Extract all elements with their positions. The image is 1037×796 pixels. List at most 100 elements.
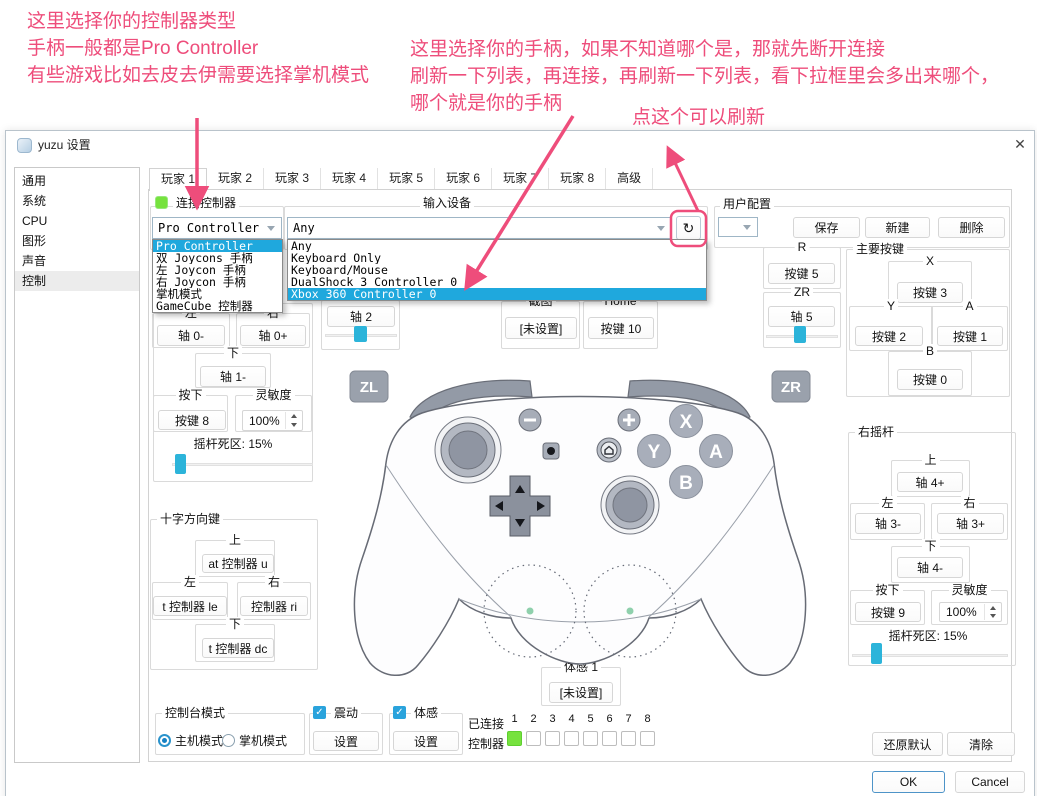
- restore-defaults-button[interactable]: 还原默认: [872, 732, 943, 756]
- tab-player-2[interactable]: 玩家 2: [207, 168, 265, 189]
- tab-player-8[interactable]: 玩家 8: [549, 168, 607, 189]
- profile-new-button[interactable]: 新建: [865, 217, 930, 238]
- annotation-line: 手柄一般都是Pro Controller: [27, 38, 259, 59]
- popup-item[interactable]: Keyboard Only: [291, 252, 382, 264]
- connected-num-7: 7: [625, 713, 632, 725]
- right-stick-deadzone-slider[interactable]: [852, 642, 1008, 664]
- dpad-up-button[interactable]: at 控制器 u: [202, 554, 274, 573]
- zl-button[interactable]: 轴 2: [327, 306, 395, 327]
- dpad-right-button[interactable]: 控制器 ri: [240, 596, 308, 616]
- connected-label: 已连接: [468, 717, 505, 731]
- popup-item[interactable]: 双 Joycons 手柄: [156, 252, 253, 264]
- right-stick-up-button[interactable]: 轴 4+: [897, 472, 963, 492]
- face-buttons-group: 主要按键: [846, 242, 1010, 397]
- connected-box-3[interactable]: [545, 731, 560, 746]
- zl-slider[interactable]: [325, 326, 397, 344]
- connected-box-1[interactable]: [507, 731, 522, 746]
- slider-handle[interactable]: [871, 643, 882, 664]
- vibration-settings-button[interactable]: 设置: [313, 731, 379, 751]
- connected-box-6[interactable]: [602, 731, 617, 746]
- profile-save-button[interactable]: 保存: [793, 217, 860, 238]
- refresh-button[interactable]: ↻: [676, 216, 701, 240]
- connected-box-7[interactable]: [621, 731, 636, 746]
- motion1-button[interactable]: [未设置]: [549, 682, 613, 703]
- close-icon[interactable]: ✕: [1014, 135, 1026, 152]
- a-group: A: [931, 299, 1008, 351]
- profile-delete-button[interactable]: 删除: [938, 217, 1005, 238]
- tab-player-1[interactable]: 玩家 1: [149, 168, 208, 191]
- left-stick-dot: [526, 607, 534, 615]
- b-button[interactable]: 按键 0: [897, 369, 963, 390]
- vibration-checkbox[interactable]: ✓: [313, 706, 326, 719]
- sidebar-item-system[interactable]: 系统: [22, 194, 47, 208]
- sensitivity-label: 灵敏度: [252, 388, 295, 403]
- popup-item[interactable]: 右 Joycon 手柄: [156, 276, 246, 288]
- capture-button[interactable]: [未设置]: [505, 317, 577, 339]
- zr-slider[interactable]: [766, 326, 838, 344]
- dpad-down-button[interactable]: t 控制器 dc: [202, 638, 274, 658]
- zr-group: ZR: [763, 285, 841, 348]
- popup-item[interactable]: Keyboard/Mouse: [291, 264, 388, 276]
- profile-combobox[interactable]: [718, 217, 758, 237]
- sidebar-item-audio[interactable]: 声音: [22, 254, 47, 268]
- input-device-combobox[interactable]: Any: [287, 217, 672, 239]
- y-button[interactable]: 按键 2: [855, 326, 923, 346]
- left-stick-deadzone-slider[interactable]: [172, 453, 313, 475]
- popup-item[interactable]: GameCube 控制器: [156, 300, 253, 312]
- zr-button[interactable]: 轴 5: [768, 306, 835, 327]
- right-stick-right-button[interactable]: 轴 3+: [937, 513, 1004, 534]
- right-stick-down-button[interactable]: 轴 4-: [897, 557, 963, 578]
- left-stick-right-button[interactable]: 轴 0+: [240, 325, 306, 346]
- left-stick-press-button[interactable]: 按键 8: [158, 410, 226, 430]
- r-label: R: [794, 240, 810, 255]
- a-button[interactable]: 按键 1: [937, 326, 1003, 346]
- right-stick-press-button[interactable]: 按键 9: [855, 602, 921, 622]
- sidebar-item-general[interactable]: 通用: [22, 174, 47, 188]
- motion-checkbox[interactable]: ✓: [393, 706, 406, 719]
- tab-player-7[interactable]: 玩家 7: [492, 168, 550, 189]
- connected-box-2[interactable]: [526, 731, 541, 746]
- tab-player-5[interactable]: 玩家 5: [378, 168, 436, 189]
- right-stick-left-button[interactable]: 轴 3-: [855, 513, 921, 534]
- home-button[interactable]: 按键 10: [588, 317, 654, 339]
- r-button[interactable]: 按键 5: [768, 263, 835, 284]
- tab-advanced[interactable]: 高级: [606, 168, 654, 189]
- connected-box-4[interactable]: [564, 731, 579, 746]
- handheld-mode-radio[interactable]: [222, 734, 235, 747]
- connected-box-8[interactable]: [640, 731, 655, 746]
- popup-item[interactable]: DualShock 3 Controller 0: [291, 276, 458, 288]
- popup-item-xbox360[interactable]: Xbox 360 Controller 0: [288, 288, 706, 300]
- connected-box-5[interactable]: [583, 731, 598, 746]
- popup-item[interactable]: 左 Joycon 手柄: [156, 264, 246, 276]
- controller-type-combobox[interactable]: Pro Controller: [152, 217, 282, 239]
- docked-mode-radio[interactable]: [158, 734, 171, 747]
- dpad-left-button[interactable]: t 控制器 le: [153, 596, 227, 616]
- left-stick-left-button[interactable]: 轴 0-: [157, 325, 225, 346]
- sidebar-item-controls[interactable]: 控制: [15, 271, 139, 291]
- spin-buttons[interactable]: [285, 412, 301, 429]
- sidebar-item-graphics[interactable]: 图形: [22, 234, 47, 248]
- connect-controller-checkbox[interactable]: [155, 196, 168, 209]
- popup-item[interactable]: Pro Controller: [153, 240, 282, 252]
- ok-button[interactable]: OK: [872, 771, 945, 793]
- x-button[interactable]: 按键 3: [897, 282, 963, 303]
- spin-buttons[interactable]: [984, 604, 1000, 620]
- a-glyph: A: [709, 442, 723, 463]
- sidebar-item-cpu[interactable]: CPU: [22, 214, 48, 228]
- tab-player-6[interactable]: 玩家 6: [435, 168, 493, 189]
- slider-handle[interactable]: [794, 326, 806, 343]
- tab-player-4[interactable]: 玩家 4: [321, 168, 379, 189]
- slider-handle[interactable]: [354, 326, 367, 342]
- left-stick-sensitivity-spinbox[interactable]: 100%: [242, 410, 303, 431]
- clear-button[interactable]: 清除: [947, 732, 1015, 756]
- popup-item[interactable]: 掌机模式: [156, 288, 202, 300]
- cancel-button[interactable]: Cancel: [955, 771, 1025, 793]
- right-stick-sensitivity-spinbox[interactable]: 100%: [939, 602, 1002, 622]
- motion-settings-button[interactable]: 设置: [393, 731, 459, 751]
- left-stick-down-button[interactable]: 轴 1-: [200, 366, 266, 387]
- popup-item[interactable]: Any: [291, 240, 312, 252]
- right-stick-right-group: 右: [931, 496, 1008, 540]
- handheld-mode-label: 掌机模式: [239, 734, 288, 748]
- slider-handle[interactable]: [175, 454, 186, 474]
- tab-player-3[interactable]: 玩家 3: [264, 168, 322, 189]
